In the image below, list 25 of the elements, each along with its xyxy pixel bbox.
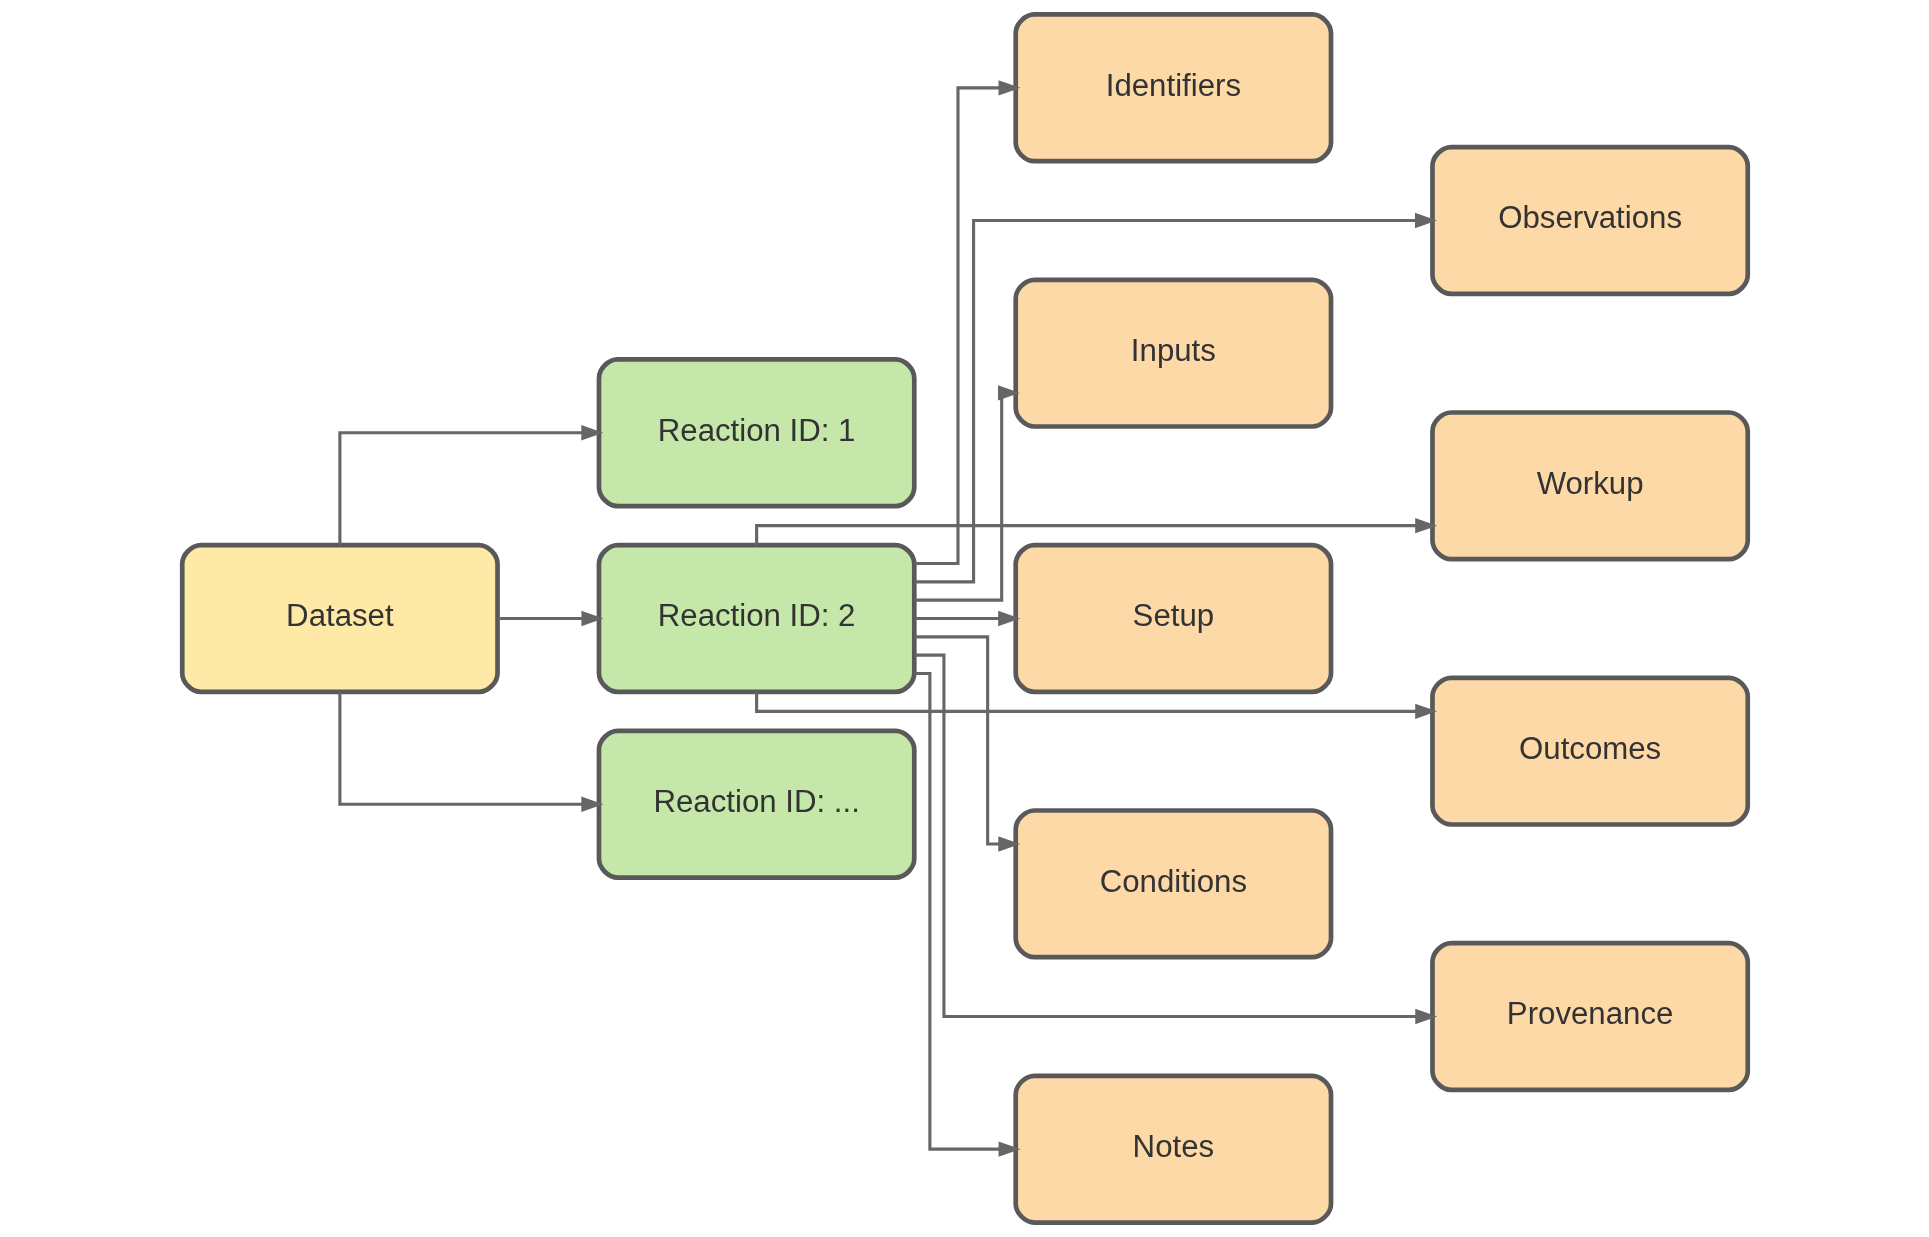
node-box: Setup bbox=[1012, 542, 1333, 695]
node-box: Dataset bbox=[179, 542, 500, 695]
arrow bbox=[754, 517, 1437, 545]
arrow bbox=[754, 692, 1437, 720]
node-box: Reaction ID: 2 bbox=[596, 542, 917, 695]
node-box: Conditions bbox=[1012, 808, 1333, 960]
arrow bbox=[914, 635, 1020, 852]
node-box: Reaction ID: 1 bbox=[596, 357, 917, 509]
arrow bbox=[913, 80, 1020, 566]
node-box: Provenance bbox=[1429, 940, 1750, 1093]
node-box: Reaction ID: ... bbox=[596, 728, 917, 880]
arrow bbox=[914, 610, 1020, 627]
node-box: Inputs bbox=[1012, 277, 1333, 429]
node-box: Outcomes bbox=[1429, 675, 1750, 827]
arrow bbox=[914, 385, 1020, 602]
node-box: Notes bbox=[1012, 1073, 1333, 1225]
arrow bbox=[914, 671, 1020, 1157]
arrow bbox=[497, 610, 603, 627]
node-box: Workup bbox=[1429, 410, 1750, 562]
arrow bbox=[913, 212, 1437, 584]
node-box: Observations bbox=[1429, 144, 1750, 297]
arrow bbox=[337, 691, 603, 812]
arrow bbox=[914, 653, 1437, 1025]
arrow bbox=[337, 425, 603, 546]
node-box: Identifiers bbox=[1012, 12, 1333, 164]
